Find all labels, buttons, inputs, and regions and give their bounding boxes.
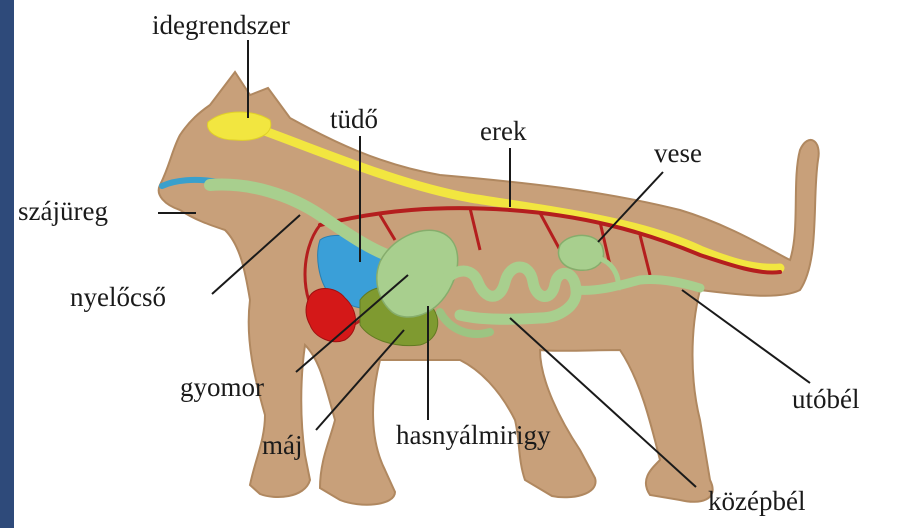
label-tudo: tüdő [330, 104, 378, 134]
label-gyomor: gyomor [180, 372, 264, 402]
label-erek: erek [480, 116, 527, 146]
brain [208, 112, 271, 140]
label-maj: máj [262, 430, 303, 460]
label-hasnyalmirigy: hasnyálmirigy [396, 420, 551, 450]
label-szajureg: szájüreg [18, 196, 108, 226]
label-kozepbel: középbél [708, 486, 805, 516]
kidney [559, 235, 604, 270]
leader-utobel [682, 290, 810, 383]
label-vese: vese [654, 138, 702, 168]
label-idegrendszer: idegrendszer [152, 10, 290, 40]
label-nyelocso: nyelőcső [70, 282, 166, 312]
label-utobel: utóbél [792, 384, 860, 414]
